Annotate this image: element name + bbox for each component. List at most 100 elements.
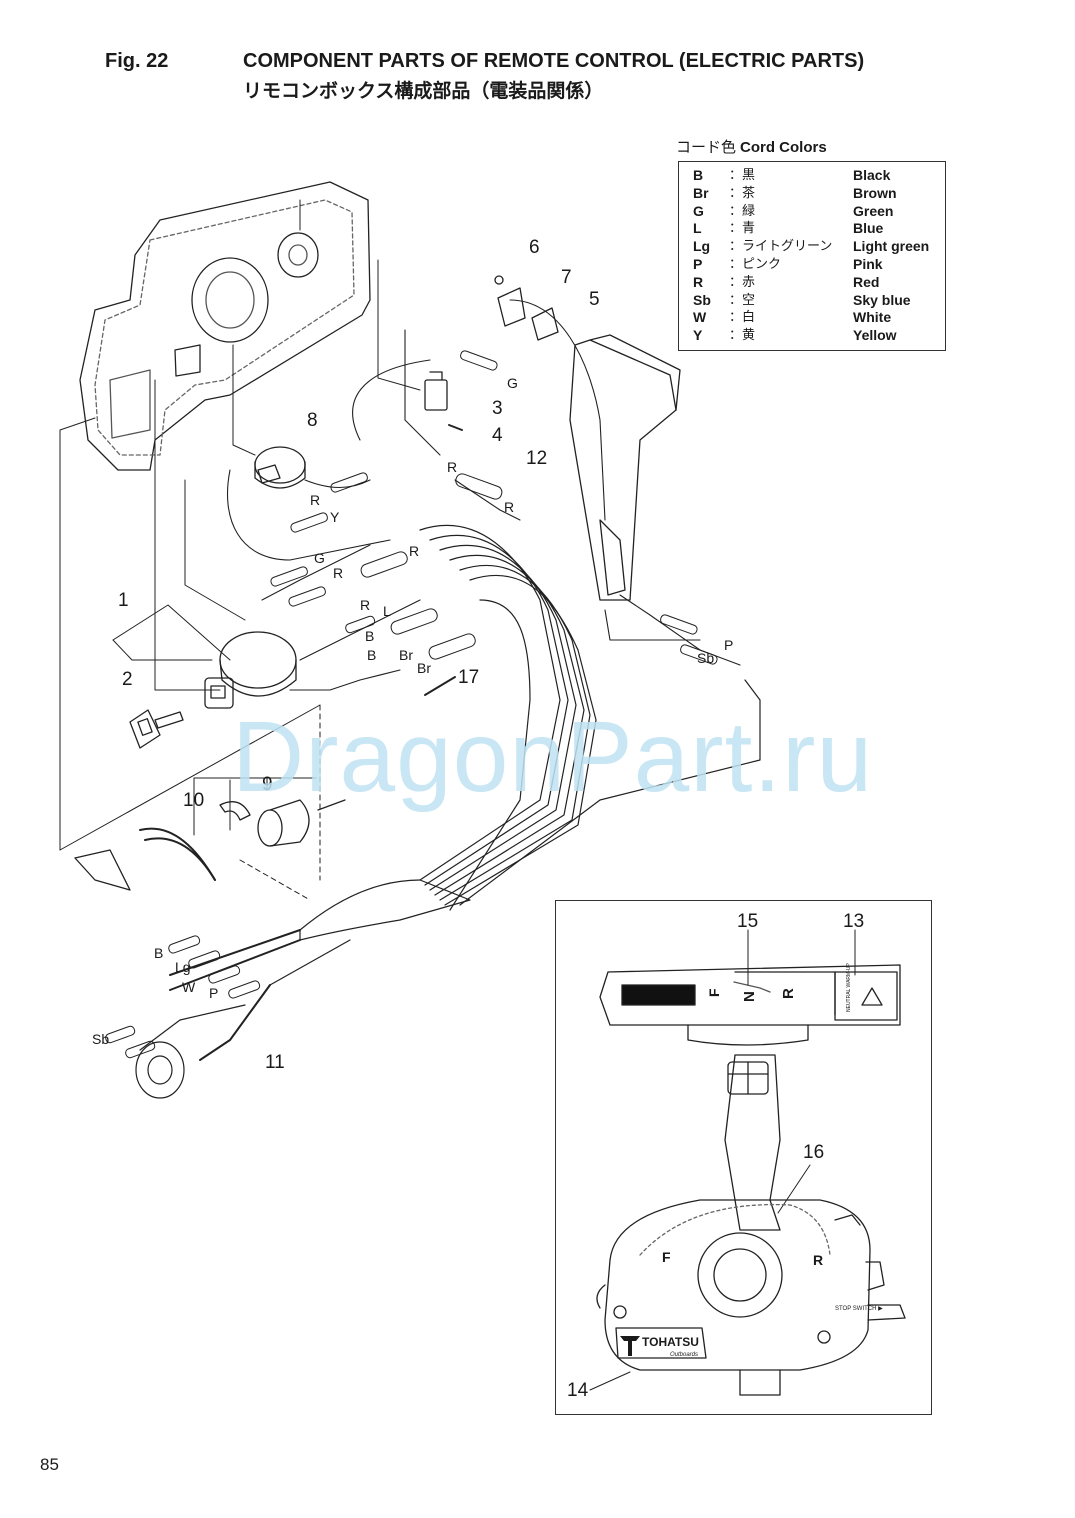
callout-15: 15 bbox=[737, 911, 758, 932]
ignition-switch bbox=[204, 631, 297, 709]
wire-label: P bbox=[724, 637, 733, 653]
cord-code: G bbox=[693, 202, 704, 219]
stop-switch-lanyard bbox=[74, 799, 346, 891]
brand-t-icon bbox=[620, 1336, 640, 1356]
cord-color-row: P ：ピンク Pink bbox=[679, 256, 945, 274]
callout-10: 10 bbox=[183, 790, 204, 811]
wire-label: G bbox=[507, 375, 518, 391]
cord-color-jp: ：白 bbox=[729, 310, 756, 326]
cord-code: P bbox=[693, 255, 703, 272]
cord-color-row: W ：白 White bbox=[679, 309, 945, 327]
cord-code: W bbox=[693, 309, 707, 326]
bullet-connectors bbox=[105, 350, 718, 1059]
callout-8: 8 bbox=[307, 410, 318, 431]
shift-n-label: N bbox=[741, 991, 758, 1002]
cord-color-jp: ：黒 bbox=[729, 168, 756, 183]
leader-lines bbox=[59, 199, 421, 901]
handle-r-label: R bbox=[813, 1252, 823, 1268]
neutral-switch bbox=[424, 371, 463, 431]
cord-color-row: Y ：黄 Yellow bbox=[679, 327, 945, 345]
cord-color-en: Yellow bbox=[853, 327, 897, 344]
cord-code: Br bbox=[693, 184, 709, 201]
wire-label: Lg bbox=[175, 959, 191, 975]
wire-label: Sb bbox=[697, 650, 714, 666]
neutral-warmup-label: NEUTRAL WARM-UP bbox=[846, 963, 852, 1012]
wire-label: Br bbox=[417, 660, 431, 676]
callout-5: 5 bbox=[589, 289, 600, 310]
wire-label: R bbox=[360, 597, 370, 613]
brand-sub-text: Outboards bbox=[670, 1352, 698, 1358]
wire-label: R bbox=[310, 492, 320, 508]
cord-color-row: R ：赤 Red bbox=[679, 274, 945, 292]
callout-4: 4 bbox=[492, 425, 503, 446]
figure-number: Fig. 22 bbox=[105, 50, 169, 72]
cord-code: R bbox=[693, 273, 704, 290]
callout-9: 9 bbox=[262, 774, 273, 795]
cord-color-en: Black bbox=[853, 167, 891, 183]
brand-logo-text: TOHATSU bbox=[642, 1335, 699, 1349]
cord-color-en: Red bbox=[853, 273, 880, 290]
wire-label: L bbox=[383, 603, 391, 619]
callout-16: 16 bbox=[803, 1142, 824, 1163]
wire-label: Y bbox=[330, 509, 340, 525]
shift-f-label: F bbox=[706, 988, 722, 997]
wire-label: G bbox=[314, 550, 325, 566]
cord-color-jp: ：黄 bbox=[729, 328, 756, 344]
page-number: 85 bbox=[40, 1455, 59, 1474]
inset-frame bbox=[555, 900, 932, 1415]
cord-color-en: Green bbox=[853, 202, 894, 219]
inset-labels: F N R NEUTRAL WARM-UP F R STOP SWITCH ▶ … bbox=[620, 963, 883, 1358]
stop-switch-label: STOP SWITCH ▶ bbox=[835, 1306, 883, 1312]
cord-color-row: Sb ：空 Sky blue bbox=[679, 292, 945, 310]
cord-color-en: Light green bbox=[853, 238, 930, 255]
cord-color-en: Pink bbox=[853, 255, 883, 272]
wire-color-labels: G R R Y G R R R L B B Br Br P Sb R B Lg … bbox=[92, 375, 733, 1047]
handle-body bbox=[569, 334, 681, 601]
wire-harness bbox=[135, 524, 761, 1099]
callout-2: 2 bbox=[122, 669, 133, 690]
cord-color-en: White bbox=[853, 309, 892, 326]
wire-label: R bbox=[447, 459, 457, 475]
wire-label: B bbox=[154, 945, 163, 961]
cord-colors-title-en: Cord Colors bbox=[740, 139, 827, 156]
handle-f-label: F bbox=[662, 1249, 671, 1265]
cord-color-jp: ：赤 bbox=[729, 274, 756, 290]
wire-label: R bbox=[409, 543, 419, 559]
wire-label: Br bbox=[399, 647, 413, 663]
callout-labels: 1 2 3 4 5 6 7 8 9 10 11 12 13 14 15 16 1… bbox=[118, 237, 864, 1401]
callout-13: 13 bbox=[843, 911, 864, 932]
callout-6: 6 bbox=[529, 237, 540, 258]
cord-color-jp: ：青 bbox=[729, 221, 756, 237]
control-lever-body bbox=[596, 1054, 906, 1396]
callout-12: 12 bbox=[526, 448, 547, 469]
wire-label: R bbox=[504, 499, 514, 515]
cord-code: L bbox=[693, 220, 702, 237]
cord-color-en: Brown bbox=[853, 184, 897, 201]
cord-colors-title-jp: コード色 bbox=[676, 138, 737, 156]
cord-code: Sb bbox=[693, 291, 711, 308]
cord-color-jp: ：ピンク bbox=[729, 256, 782, 272]
cord-code: Y bbox=[693, 327, 703, 344]
wire-label: B bbox=[365, 628, 374, 644]
cord-color-row: L ：青 Blue bbox=[679, 220, 945, 238]
cord-color-jp: ：空 bbox=[729, 292, 756, 308]
cord-color-en: Sky blue bbox=[853, 291, 911, 308]
watermark: DragonPart.ru bbox=[232, 701, 874, 813]
callout-1: 1 bbox=[118, 590, 129, 611]
callout-11: 11 bbox=[265, 1052, 285, 1073]
wire-leads bbox=[226, 299, 741, 691]
shift-r-label: R bbox=[780, 988, 797, 999]
cord-color-en: Blue bbox=[853, 220, 884, 237]
wire-label: Sb bbox=[92, 1031, 109, 1047]
wire-label: R bbox=[333, 565, 343, 581]
cord-color-jp: ：ライトグリーン bbox=[729, 239, 833, 255]
ignition-key bbox=[129, 709, 184, 749]
callout-3: 3 bbox=[492, 398, 503, 419]
cord-color-row: Lg ：ライトグリーン Light green bbox=[679, 238, 945, 256]
cord-code: Lg bbox=[693, 238, 711, 255]
